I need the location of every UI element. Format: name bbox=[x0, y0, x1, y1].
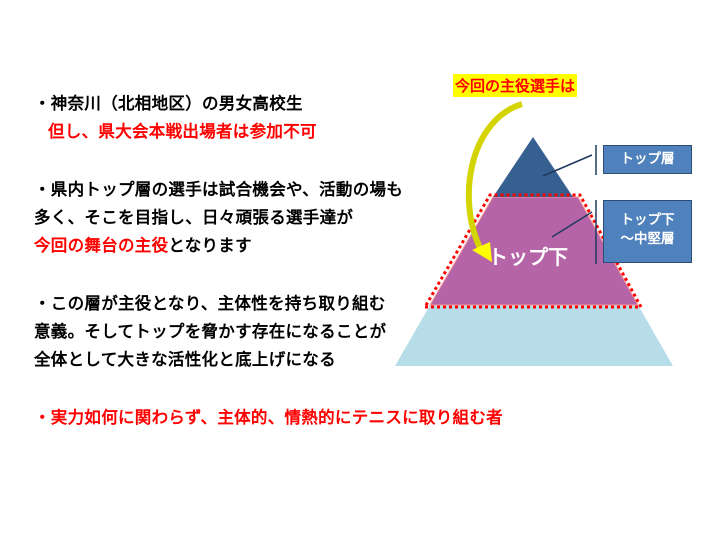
mid-layer-box: トップ下 ～中堅層 bbox=[603, 200, 692, 263]
mid-box-line1: トップ下 bbox=[620, 212, 675, 228]
bullet-top-players: ・県内トップ層の選手は試合機会や、活動の場も bbox=[34, 180, 404, 199]
highlight-border bbox=[422, 193, 644, 309]
leader-line bbox=[542, 154, 593, 177]
curved-arrow-icon bbox=[465, 101, 523, 254]
text: となります bbox=[168, 236, 252, 255]
text-line: 多く、そこを目指し、日々頑張る選手達が bbox=[34, 208, 354, 227]
mid-box-line2: ～中堅層 bbox=[620, 231, 675, 247]
middle-layer-label: トップ下 bbox=[488, 245, 568, 269]
callout-label: 今回の主役選手は bbox=[453, 74, 578, 97]
arrow-head-icon bbox=[472, 242, 492, 262]
bullet-eligibility: ・神奈川（北相地区）の男女高校生 bbox=[34, 94, 303, 113]
top-layer-box: トップ層 bbox=[603, 145, 692, 174]
text-line: 全体として大きな活性化と底上げになる bbox=[34, 350, 336, 369]
bullet-target: ・実力如何に関わらず、主体的、情熱的にテニスに取り組む者 bbox=[34, 408, 503, 427]
pyramid-top-layer bbox=[493, 137, 573, 197]
text-line: 今回の舞台の主役となります bbox=[34, 232, 252, 256]
highlight-text: 今回の舞台の主役 bbox=[34, 236, 169, 255]
eligibility-restriction: 但し、県大会本戦出場者は参加不可 bbox=[48, 122, 317, 141]
text-line: 意義。そしてトップを脅かす存在になることが bbox=[34, 322, 387, 341]
leader-line bbox=[551, 211, 593, 238]
pyramid-bottom-layer bbox=[395, 305, 673, 366]
bullet-significance: ・この層が主役となり、主体性を持ち取り組む bbox=[34, 294, 386, 313]
